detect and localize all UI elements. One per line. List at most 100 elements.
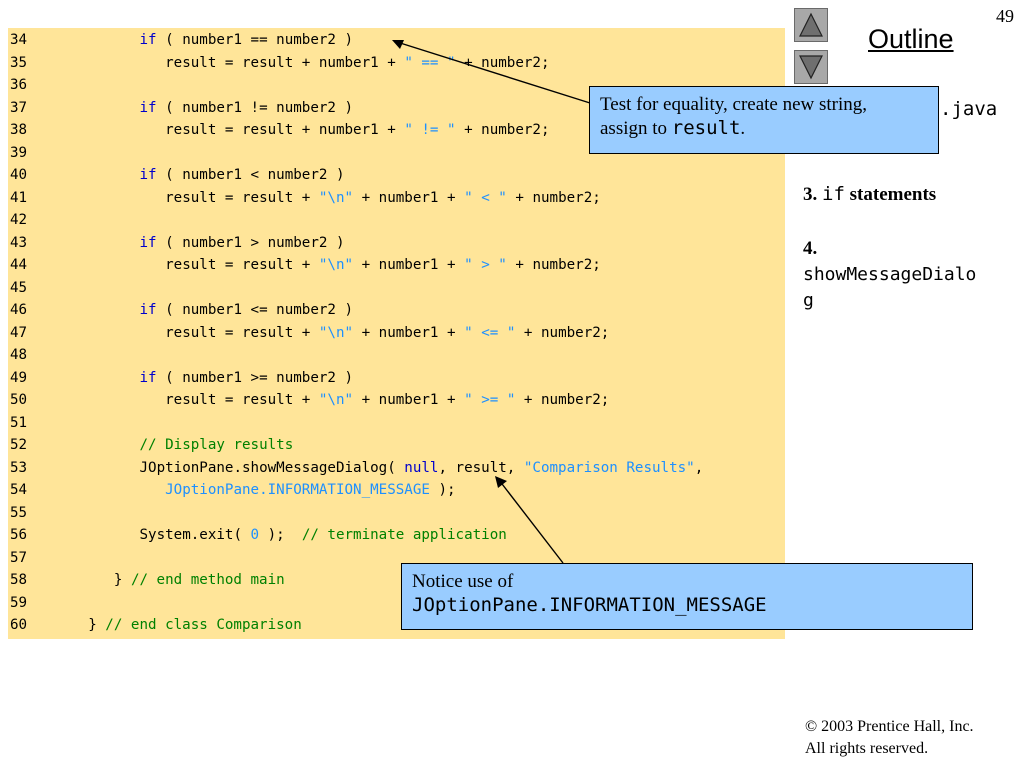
keyword-token: if xyxy=(139,99,157,116)
string-token: "Comparison Results" xyxy=(523,459,695,476)
code-token: ( number1 >= number2 ) xyxy=(156,369,354,386)
string-token: " <= " xyxy=(464,324,516,341)
line-number: 45 xyxy=(10,279,28,296)
outline-item-4-line1: showMessageDialo xyxy=(803,264,977,285)
string-token: " < " xyxy=(464,189,507,206)
code-token: + number2; xyxy=(455,122,550,138)
code-text: result = result + "\n" + number1 + " >= … xyxy=(165,389,609,411)
outline-item-3: 3. if statements xyxy=(803,183,936,206)
code-line: 55 xyxy=(8,502,46,524)
string-token: "\n" xyxy=(318,189,354,206)
code-line: 34 if ( number1 == number2 ) xyxy=(8,29,353,51)
outline-item-4-line2: g xyxy=(803,290,814,311)
string-token: " == " xyxy=(404,54,456,71)
code-token: result = result + xyxy=(165,257,319,273)
comment-token: // end method main xyxy=(130,572,285,588)
callout-information-line2: JOptionPane.INFORMATION_MESSAGE xyxy=(412,593,767,616)
line-number: 47 xyxy=(10,324,28,341)
code-text: if ( number1 == number2 ) xyxy=(140,29,354,51)
code-text: if ( number1 > number2 ) xyxy=(140,232,345,254)
next-slide-button[interactable] xyxy=(794,50,828,84)
arrow-line-equality xyxy=(396,41,591,104)
code-token: } xyxy=(113,572,131,588)
code-line: 45 xyxy=(8,277,46,299)
outline-item-3-number: 3. xyxy=(803,184,818,205)
code-token: + number2; xyxy=(506,189,601,206)
code-text: // Display results xyxy=(140,434,294,456)
comment-token: // Display results xyxy=(139,437,294,453)
code-token: + number2; xyxy=(515,392,610,408)
code-token: + number1 + xyxy=(353,392,465,408)
code-token: ( number1 != number2 ) xyxy=(156,99,354,116)
code-text: result = result + "\n" + number1 + " > "… xyxy=(165,254,601,276)
callout-equality-line2: assign to result. xyxy=(600,116,746,139)
line-number: 52 xyxy=(10,437,28,453)
arrow-head-message xyxy=(495,476,507,488)
outline-item-4-number: 4. xyxy=(803,238,818,259)
outline-item-3-text: statements xyxy=(849,184,937,205)
line-number: 40 xyxy=(10,167,28,183)
code-text: } // end class Comparison xyxy=(88,614,302,636)
code-text: if ( number1 < number2 ) xyxy=(140,164,345,186)
line-number: 39 xyxy=(10,144,28,161)
code-token: JOptionPane.showMessageDialog( xyxy=(139,459,405,476)
arrow-line-message xyxy=(498,479,564,564)
code-text: } // end method main xyxy=(114,569,285,591)
string-token: " >= " xyxy=(464,392,516,408)
line-number: 54 xyxy=(10,482,28,498)
code-text: if ( number1 <= number2 ) xyxy=(140,299,354,321)
code-token: result = result + number1 + xyxy=(165,54,405,71)
code-line: 51 xyxy=(8,412,46,434)
code-token: } xyxy=(88,617,106,633)
line-number: 41 xyxy=(10,189,28,206)
outline-title[interactable]: Outline xyxy=(868,24,954,54)
code-line: 40 if ( number1 < number2 ) xyxy=(8,164,345,186)
arrow-head-equality xyxy=(392,40,404,49)
code-line: 37 if ( number1 != number2 ) xyxy=(8,97,353,119)
line-number: 56 xyxy=(10,527,28,543)
line-number: 48 xyxy=(10,347,28,363)
code-token: , xyxy=(694,459,704,476)
constant-token: 0 xyxy=(250,527,260,543)
line-number: 37 xyxy=(10,99,28,116)
previous-slide-button[interactable] xyxy=(794,8,828,42)
code-token: result = result + xyxy=(165,189,319,206)
line-number: 42 xyxy=(10,212,28,228)
comment-token: // terminate application xyxy=(301,527,507,543)
line-number: 58 xyxy=(10,572,28,588)
code-text: if ( number1 != number2 ) xyxy=(140,97,354,119)
copyright-text: © 2003 Prentice Hall, Inc. xyxy=(805,718,974,735)
comment-token: // end class Comparison xyxy=(105,617,302,633)
keyword-token: if xyxy=(139,32,157,48)
triangle-up-icon xyxy=(799,12,823,37)
footer: © 2003 Prentice Hall, Inc. All rights re… xyxy=(805,716,974,760)
code-token: + number2; xyxy=(455,54,550,71)
line-number: 34 xyxy=(10,32,28,48)
string-token: "\n" xyxy=(318,324,354,341)
line-number: 59 xyxy=(10,594,28,611)
page-number: 49 xyxy=(996,6,1014,26)
code-text: JOptionPane.showMessageDialog( null, res… xyxy=(140,457,704,479)
keyword-token: if xyxy=(139,167,157,183)
code-line: 36 xyxy=(8,74,46,96)
line-number: 35 xyxy=(10,54,28,71)
code-token: ( number1 < number2 ) xyxy=(156,167,345,183)
code-text: result = result + "\n" + number1 + " <= … xyxy=(165,322,609,344)
line-number: 55 xyxy=(10,504,28,521)
code-token: result = result + xyxy=(165,392,319,408)
line-number: 50 xyxy=(10,392,28,408)
code-token: ); xyxy=(429,482,456,498)
code-token: result = result + number1 + xyxy=(165,122,405,138)
code-token: + number2; xyxy=(515,324,610,341)
string-token: "\n" xyxy=(318,257,354,273)
